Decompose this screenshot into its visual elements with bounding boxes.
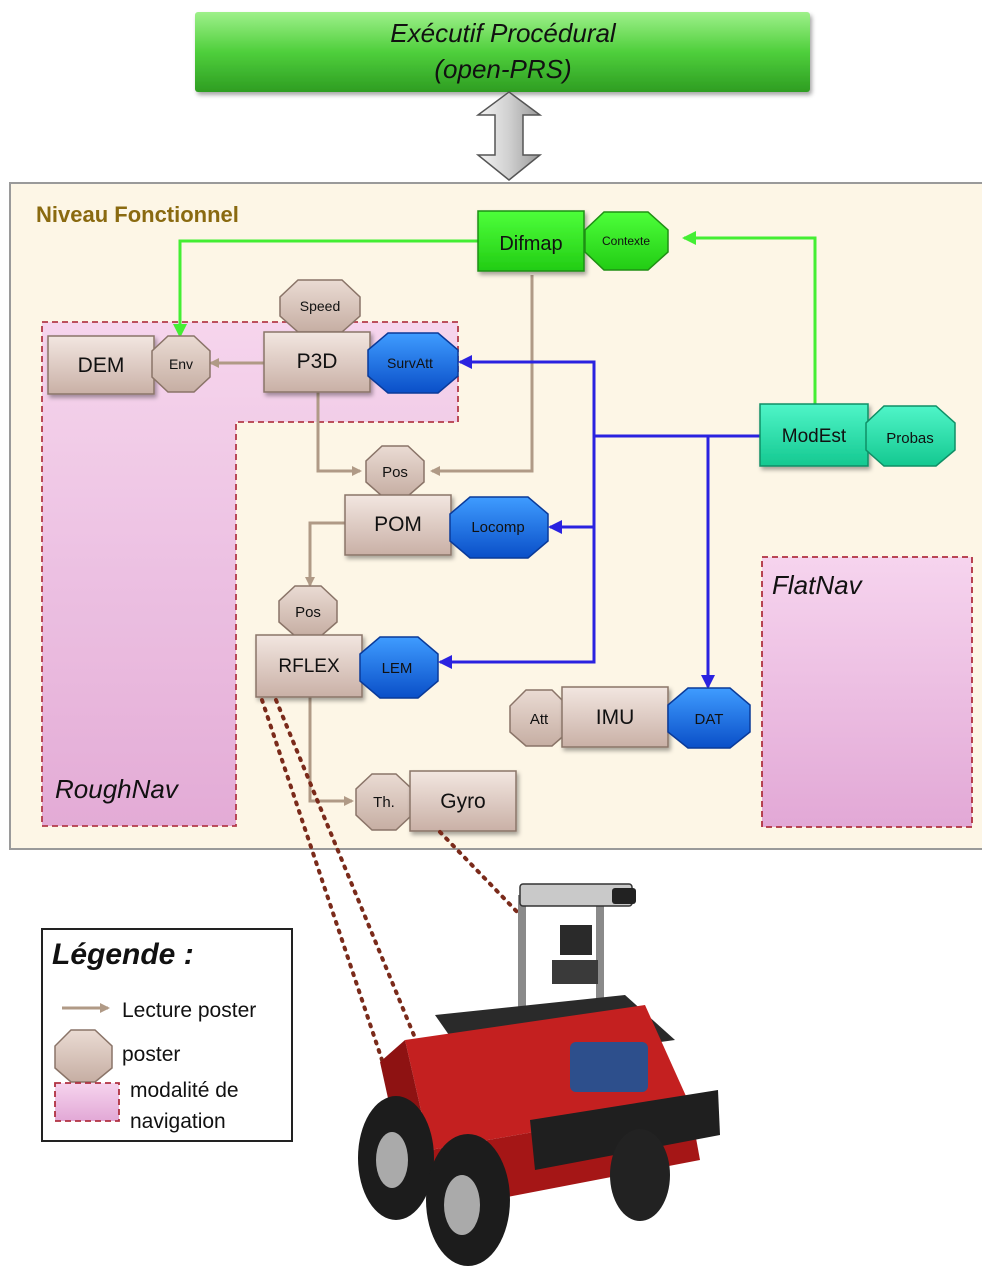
difmap-module: Difmap <box>477 210 585 272</box>
rflex-module: RFLEX <box>255 634 363 698</box>
dat-label: DAT <box>695 711 724 728</box>
legend-poster-icon <box>54 1029 113 1083</box>
blue-arrows <box>438 355 760 689</box>
arrow-p3d-to-pos <box>316 392 362 476</box>
th-label: Th. <box>373 794 395 811</box>
th-poster: Th. <box>355 773 413 831</box>
lem-label: LEM <box>382 660 413 677</box>
modest-label: ModEst <box>782 426 847 447</box>
rflex-link-line-1 <box>260 698 394 1092</box>
legend-modality-swatch <box>54 1082 120 1122</box>
arrow-modest-to-contexte <box>682 231 817 404</box>
env-label: Env <box>169 356 193 372</box>
arrow-difmap-to-pos <box>430 275 534 476</box>
pom-module: POM <box>344 494 452 556</box>
legend-title: Légende : <box>52 938 194 971</box>
functional-level-title: Niveau Fonctionnel <box>36 202 239 227</box>
pom-label: POM <box>374 513 422 536</box>
locomp-label: Locomp <box>471 519 524 536</box>
legend: Légende : Lecture poster poster modalité… <box>41 928 293 1142</box>
arrow-bus-to-survatt <box>458 355 596 436</box>
contexte-poster: Contexte <box>584 211 669 271</box>
imu-label: IMU <box>596 706 635 729</box>
flatnav-modality: FlatNav <box>761 556 973 828</box>
legend-modality-label-1: modalité de <box>130 1079 239 1102</box>
dem-label: DEM <box>78 354 125 377</box>
arrow-bus-to-lem <box>438 527 596 669</box>
rflex-link-line-2 <box>274 698 422 1052</box>
executive-title: Exécutif Procédural <box>390 18 617 48</box>
legend-read-poster-label: Lecture poster <box>122 999 256 1022</box>
att-label: Att <box>530 711 549 728</box>
survatt-poster: SurvAtt <box>367 332 459 394</box>
dat-poster: DAT <box>667 687 751 749</box>
speed-poster: Speed <box>279 279 361 333</box>
p3d-label: P3D <box>297 350 338 373</box>
survatt-label: SurvAtt <box>387 355 433 371</box>
modest-module: ModEst <box>759 403 869 467</box>
brown-arrows <box>209 275 534 806</box>
legend-poster-item: poster <box>54 1029 180 1083</box>
contexte-label: Contexte <box>602 234 650 248</box>
probas-label: Probas <box>886 430 934 447</box>
legend-modality-item: modalité de navigation <box>54 1079 239 1133</box>
double-arrow-icon <box>475 91 543 181</box>
green-arrows <box>173 231 817 404</box>
roughnav-label: RoughNav <box>55 774 180 804</box>
hardware-links <box>260 698 525 1092</box>
imu-module: IMU <box>561 686 669 748</box>
flatnav-label: FlatNav <box>772 570 864 600</box>
gyro-link-line <box>438 830 525 920</box>
legend-read-poster-item: Lecture poster <box>62 999 256 1022</box>
arrow-rflex-to-th <box>308 697 354 806</box>
difmap-label: Difmap <box>499 233 562 255</box>
legend-poster-label: poster <box>122 1043 180 1066</box>
locomp-poster: Locomp <box>449 496 549 559</box>
probas-poster: Probas <box>865 405 956 467</box>
rflex-label: RFLEX <box>278 656 340 677</box>
legend-modality-label-2: navigation <box>130 1110 226 1133</box>
pom-pos-label: Pos <box>382 464 408 481</box>
lem-poster: LEM <box>359 636 439 699</box>
gyro-module: Gyro <box>409 770 517 832</box>
executive-subtitle: (open-PRS) <box>434 54 571 84</box>
att-poster: Att <box>509 689 569 747</box>
speed-label: Speed <box>300 298 340 314</box>
arrow-difmap-to-env <box>173 239 480 338</box>
rflex-pos-poster: Pos <box>278 585 338 637</box>
dem-module: DEM <box>47 335 155 395</box>
arrow-pom-to-rflex-pos <box>305 521 345 587</box>
p3d-module: P3D <box>263 331 371 393</box>
executive-box: Exécutif Procédural (open-PRS) <box>195 12 810 92</box>
env-poster: Env <box>151 335 211 393</box>
gyro-label: Gyro <box>440 790 486 813</box>
robot-image <box>358 883 720 1266</box>
rflex-pos-label: Pos <box>295 604 321 621</box>
pom-pos-poster: Pos <box>365 445 425 497</box>
roughnav-modality: RoughNav <box>41 321 459 827</box>
